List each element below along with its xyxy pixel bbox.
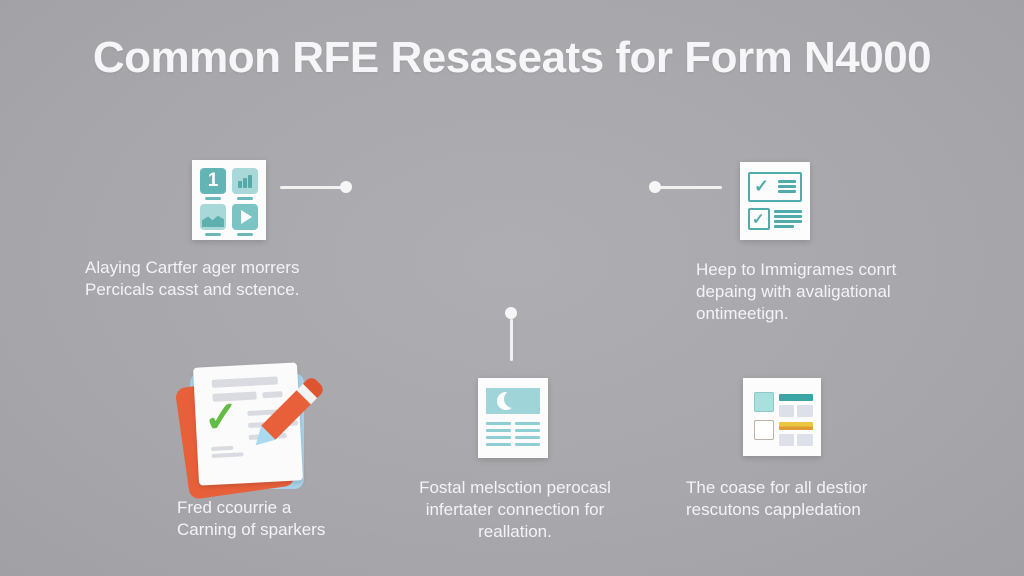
caption-line: depaing with avaligational bbox=[696, 282, 891, 301]
teal-bar bbox=[779, 394, 813, 401]
filled-square bbox=[754, 392, 774, 412]
layout-document-icon bbox=[743, 378, 821, 456]
tile-underline bbox=[237, 233, 253, 236]
caption-line: Percicals casst and sctence. bbox=[85, 280, 300, 299]
caption-bottom-left: Fred ccourrie a Carning of sparkers bbox=[177, 497, 325, 541]
gray-block bbox=[779, 405, 794, 417]
caption-bottom-right: The coase for all destior rescutons capp… bbox=[686, 477, 867, 521]
yellow-bar bbox=[779, 422, 813, 430]
tile-number: 1 bbox=[200, 168, 226, 194]
gray-block bbox=[779, 434, 794, 446]
caption-line: reallation. bbox=[478, 522, 552, 541]
moon-document-icon bbox=[478, 378, 548, 458]
connector-line-middle bbox=[510, 319, 513, 361]
tile-bar-chart bbox=[232, 168, 258, 194]
caption-line: The coase for all destior bbox=[686, 478, 868, 497]
image-placeholder bbox=[486, 388, 540, 414]
text-line bbox=[211, 376, 278, 388]
gray-block bbox=[797, 434, 813, 446]
tile-play bbox=[232, 204, 258, 230]
check-icon: ✓ bbox=[754, 176, 770, 196]
connector-dot-top-left bbox=[340, 181, 352, 193]
text-line bbox=[486, 422, 511, 425]
empty-square bbox=[754, 420, 774, 440]
caption-line: ontimeetign. bbox=[696, 304, 789, 323]
text-line bbox=[774, 210, 802, 213]
text-line bbox=[486, 436, 511, 439]
text-line bbox=[515, 436, 540, 439]
tile-underline bbox=[205, 197, 221, 200]
checkbox: ✓ bbox=[748, 208, 770, 230]
caption-bottom-middle: Fostal melsction perocasl infertater con… bbox=[395, 477, 635, 543]
text-line bbox=[515, 422, 540, 425]
tile-number-label: 1 bbox=[207, 170, 219, 191]
text-line bbox=[778, 190, 796, 193]
text-line bbox=[774, 220, 802, 223]
text-line bbox=[211, 445, 234, 451]
text-line bbox=[778, 180, 796, 183]
connector-line-top-left bbox=[280, 186, 342, 189]
moon-mask bbox=[504, 390, 522, 408]
tile-area-chart bbox=[200, 204, 226, 230]
bar-2 bbox=[243, 178, 247, 188]
check-icon: ✓ bbox=[752, 211, 765, 228]
dashboard-tiles-icon: 1 bbox=[192, 160, 266, 240]
area-chart-shape bbox=[202, 215, 224, 227]
text-line bbox=[262, 391, 283, 399]
bar-3 bbox=[248, 175, 252, 188]
caption-top-right: Heep to Immigrames conrt depaing with av… bbox=[696, 259, 896, 325]
tile-underline bbox=[205, 233, 221, 236]
page-title: Common RFE Resaseats for Form N4000 bbox=[92, 33, 932, 82]
text-line bbox=[778, 185, 796, 188]
connector-dot-top-right bbox=[649, 181, 661, 193]
text-line bbox=[211, 452, 244, 458]
text-line bbox=[486, 443, 511, 446]
gray-block bbox=[797, 405, 813, 417]
caption-line: Alaying Cartfer ager morrers bbox=[85, 258, 300, 277]
caption-line: Fred ccourrie a bbox=[177, 498, 292, 517]
bar-1 bbox=[238, 181, 242, 188]
connector-dot-middle bbox=[505, 307, 517, 319]
clipboard-pencil-icon: ✓ bbox=[174, 362, 330, 500]
text-line bbox=[486, 429, 511, 432]
caption-line: Heep to Immigrames conrt bbox=[696, 260, 897, 279]
text-line bbox=[774, 215, 802, 218]
text-line bbox=[774, 225, 794, 228]
caption-line: Fostal melsction perocasl bbox=[419, 478, 611, 497]
caption-top-left: Alaying Cartfer ager morrers Percicals c… bbox=[85, 257, 299, 301]
play-icon bbox=[241, 210, 252, 224]
caption-line: Carning of sparkers bbox=[177, 520, 326, 539]
caption-line: rescutons cappledation bbox=[686, 500, 861, 519]
checked-row-box: ✓ bbox=[748, 172, 802, 202]
text-line bbox=[515, 429, 540, 432]
checklist-icon: ✓ ✓ bbox=[740, 162, 810, 240]
caption-line: infertater connection for bbox=[425, 500, 605, 519]
text-line bbox=[515, 443, 540, 446]
green-check-icon: ✓ bbox=[202, 392, 241, 442]
connector-line-top-right bbox=[660, 186, 722, 189]
tile-underline bbox=[237, 197, 253, 200]
